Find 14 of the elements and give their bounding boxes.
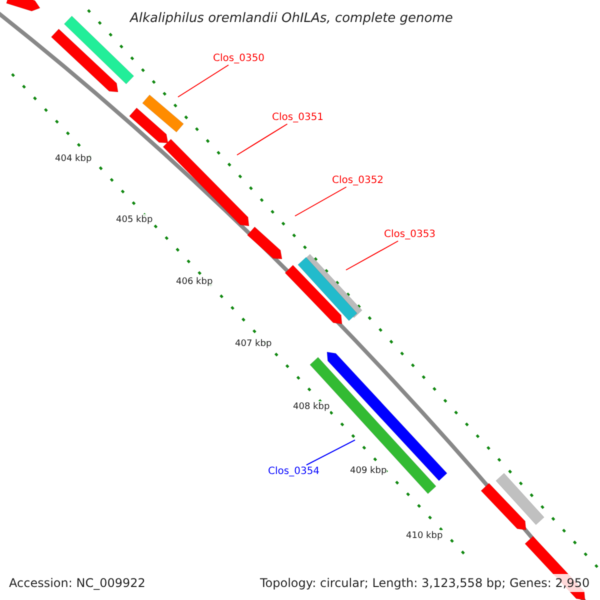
leader-line — [294, 186, 347, 216]
gene-label: Clos_0352 — [332, 175, 384, 186]
leader-line — [346, 240, 399, 270]
gene-label: Clos_0353 — [384, 229, 436, 240]
title: Alkaliphilus oremlandii OhILAs, complete genome — [130, 10, 453, 28]
gene-label: Clos_0354 — [268, 466, 320, 477]
gene-label: Clos_0351 — [272, 112, 324, 123]
leader-line — [236, 124, 288, 156]
genome-info-text: Topology: circular; Length: 3,123,558 bp; Genes: 2,950 — [260, 574, 590, 592]
gene-label: Clos_0350 — [213, 53, 265, 64]
scale-label: 406 kbp — [176, 276, 213, 290]
leader-line — [306, 440, 356, 466]
scale-label: 408 kbp — [293, 401, 330, 414]
leader-line — [178, 64, 230, 98]
